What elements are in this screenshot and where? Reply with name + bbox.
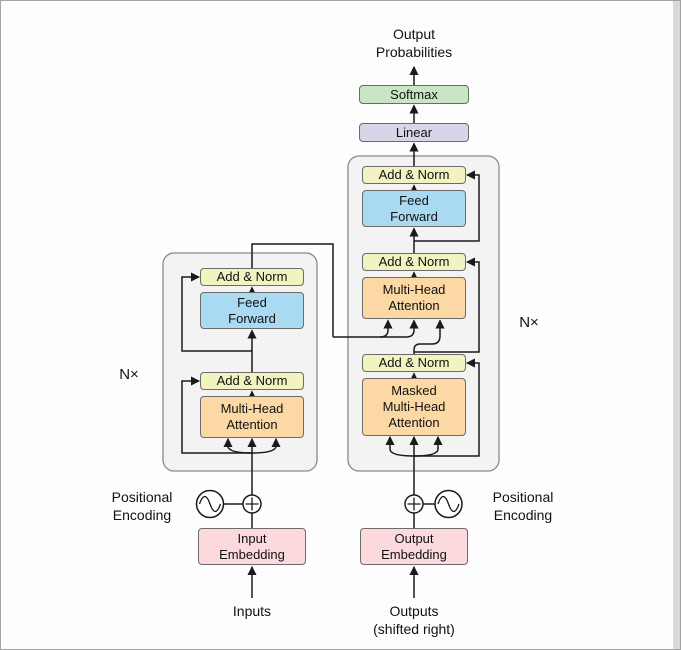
sine-wave-curve: [437, 495, 460, 513]
sine-wave-curve: [198, 495, 222, 513]
decoder-cross-attention-box: Multi-Head Attention: [362, 277, 466, 319]
encoder-residual-attention: [181, 376, 252, 454]
input-embedding-box: Input Embedding: [198, 528, 306, 565]
positional-encoding-left-label: Positional Encoding: [111, 489, 173, 524]
plus-cross: [245, 497, 259, 511]
window-edge-strip: [673, 1, 680, 649]
encoder-self-attention-box: Multi-Head Attention: [200, 396, 304, 438]
encoder-feed-forward-box: Feed Forward: [200, 292, 304, 329]
decoder-residual-cross-attention: [414, 257, 480, 353]
encoder-add-norm-top-box: Add & Norm: [200, 268, 304, 286]
decoder-residual-ff: [414, 170, 480, 242]
decoder-add-norm-mid-box: Add & Norm: [362, 253, 466, 271]
output-probabilities-label: Output Probabilities: [375, 26, 453, 61]
softmax-box: Softmax: [359, 85, 469, 104]
positional-encoding-symbols: [195, 489, 463, 519]
decoder-masked-attention-box: Masked Multi-Head Attention: [362, 378, 466, 436]
decoder-wires: [385, 65, 480, 598]
decoder-feed-forward-box: Feed Forward: [362, 190, 466, 227]
decoder-add-norm-bottom-box: Add & Norm: [362, 354, 466, 372]
outputs-label: Outputs (shifted right): [373, 603, 455, 638]
inputs-label: Inputs: [232, 603, 272, 619]
masked-attention-k-arrow: [385, 435, 415, 457]
encoder-repeat-count-label: N×: [119, 366, 139, 383]
encoder-output-line: [251, 243, 334, 337]
linear-box: Linear: [359, 123, 469, 142]
output-embedding-box: Output Embedding: [360, 528, 468, 565]
encoder-add-norm-bottom-box: Add & Norm: [200, 372, 304, 390]
plus-cross: [407, 497, 421, 511]
decoder-query-arrow: [413, 319, 445, 354]
encoder-residual-ff: [181, 272, 252, 352]
encoder-attention-v-arrow: [251, 437, 281, 454]
decoder-add-norm-top-box: Add & Norm: [362, 166, 466, 184]
encoder-to-decoder-k-arrow: [380, 319, 419, 338]
encoder-wires: [181, 243, 419, 598]
positional-encoding-right-label: Positional Encoding: [492, 489, 554, 524]
decoder-repeat-count-label: N×: [519, 314, 539, 331]
decoder-residual-masked-attention: [414, 358, 480, 457]
